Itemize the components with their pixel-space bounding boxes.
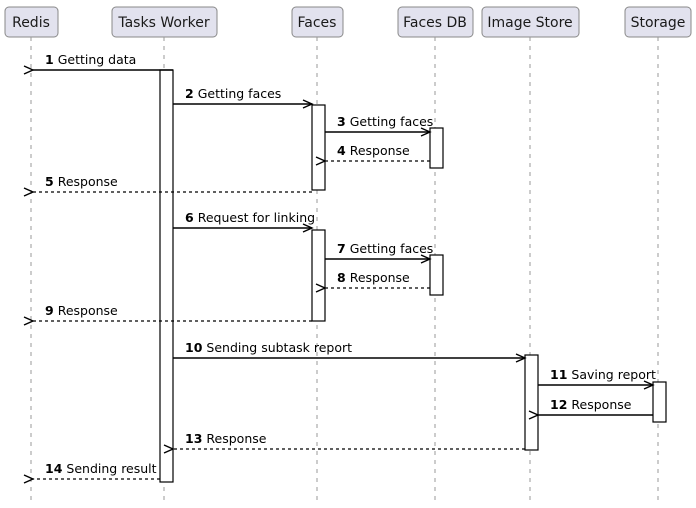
message-number: 6 (185, 210, 194, 225)
message-number: 8 (337, 270, 346, 285)
message-text: Response (350, 270, 410, 285)
message-number: 13 (185, 431, 202, 446)
message-9[interactable]: 9 Response (23, 303, 312, 326)
message-label: 4 Response (337, 143, 410, 158)
message-number: 2 (185, 86, 194, 101)
message-text: Response (206, 431, 266, 446)
participant-label: Faces DB (403, 15, 467, 31)
activation-bar-faces_db (429, 254, 444, 296)
activation-bar-faces_db (429, 127, 444, 169)
message-text: Response (571, 397, 631, 412)
participant-faces_db[interactable]: Faces DB (397, 6, 474, 38)
message-text: Sending subtask report (206, 340, 352, 355)
message-1[interactable]: 1 Getting data (23, 52, 173, 75)
message-text: Response (58, 174, 118, 189)
activation-bar-faces (311, 104, 326, 191)
activation-bar-faces (311, 229, 326, 322)
message-number: 14 (45, 461, 63, 476)
message-label: 13 Response (185, 431, 267, 446)
message-number: 7 (337, 241, 346, 256)
message-label: 8 Response (337, 270, 410, 285)
message-3[interactable]: 3 Getting faces (325, 114, 433, 137)
activation-bar-image_store (524, 354, 539, 451)
message-text: Request for linking (198, 210, 315, 225)
message-label: 12 Response (550, 397, 632, 412)
participant-redis[interactable]: Redis (4, 6, 59, 38)
participant-label: Tasks Worker (117, 15, 210, 31)
message-number: 3 (337, 114, 346, 129)
message-4[interactable]: 4 Response (315, 143, 430, 166)
message-number: 5 (45, 174, 54, 189)
message-label: 3 Getting faces (337, 114, 433, 129)
message-label: 5 Response (45, 174, 118, 189)
activation-bar-storage (652, 381, 667, 423)
activation-bar-tasks_worker (159, 69, 174, 483)
message-text: Response (350, 143, 410, 158)
message-text: Getting faces (350, 114, 434, 129)
message-number: 9 (45, 303, 54, 318)
message-text: Response (58, 303, 118, 318)
participant-label: Storage (631, 15, 686, 31)
message-label: 2 Getting faces (185, 86, 281, 101)
participant-label: Redis (12, 15, 50, 31)
message-text: Getting data (58, 52, 137, 67)
message-number: 11 (550, 367, 567, 382)
message-13[interactable]: 13 Response (163, 431, 525, 454)
message-number: 1 (45, 52, 54, 67)
message-number: 4 (337, 143, 346, 158)
message-label: 1 Getting data (45, 52, 136, 67)
message-text: Saving report (571, 367, 656, 382)
participant-label: Faces (298, 15, 337, 31)
participant-storage[interactable]: Storage (624, 6, 692, 38)
participant-faces[interactable]: Faces (291, 6, 344, 38)
message-text: Sending result (66, 461, 156, 476)
message-5[interactable]: 5 Response (23, 174, 312, 197)
participant-image_store[interactable]: Image Store (481, 6, 580, 38)
message-number: 10 (185, 340, 203, 355)
message-6[interactable]: 6 Request for linking (173, 210, 315, 233)
participant-tasks_worker[interactable]: Tasks Worker (111, 6, 218, 38)
message-label: 11 Saving report (550, 367, 656, 382)
message-label: 7 Getting faces (337, 241, 433, 256)
message-text: Getting faces (198, 86, 282, 101)
message-label: 9 Response (45, 303, 118, 318)
message-text: Getting faces (350, 241, 434, 256)
message-7[interactable]: 7 Getting faces (325, 241, 433, 264)
message-label: 6 Request for linking (185, 210, 315, 225)
message-11[interactable]: 11 Saving report (538, 367, 656, 390)
message-number: 12 (550, 397, 567, 412)
message-12[interactable]: 12 Response (528, 397, 653, 420)
message-8[interactable]: 8 Response (315, 270, 430, 293)
message-2[interactable]: 2 Getting faces (173, 86, 314, 109)
participant-label: Image Store (487, 15, 572, 31)
